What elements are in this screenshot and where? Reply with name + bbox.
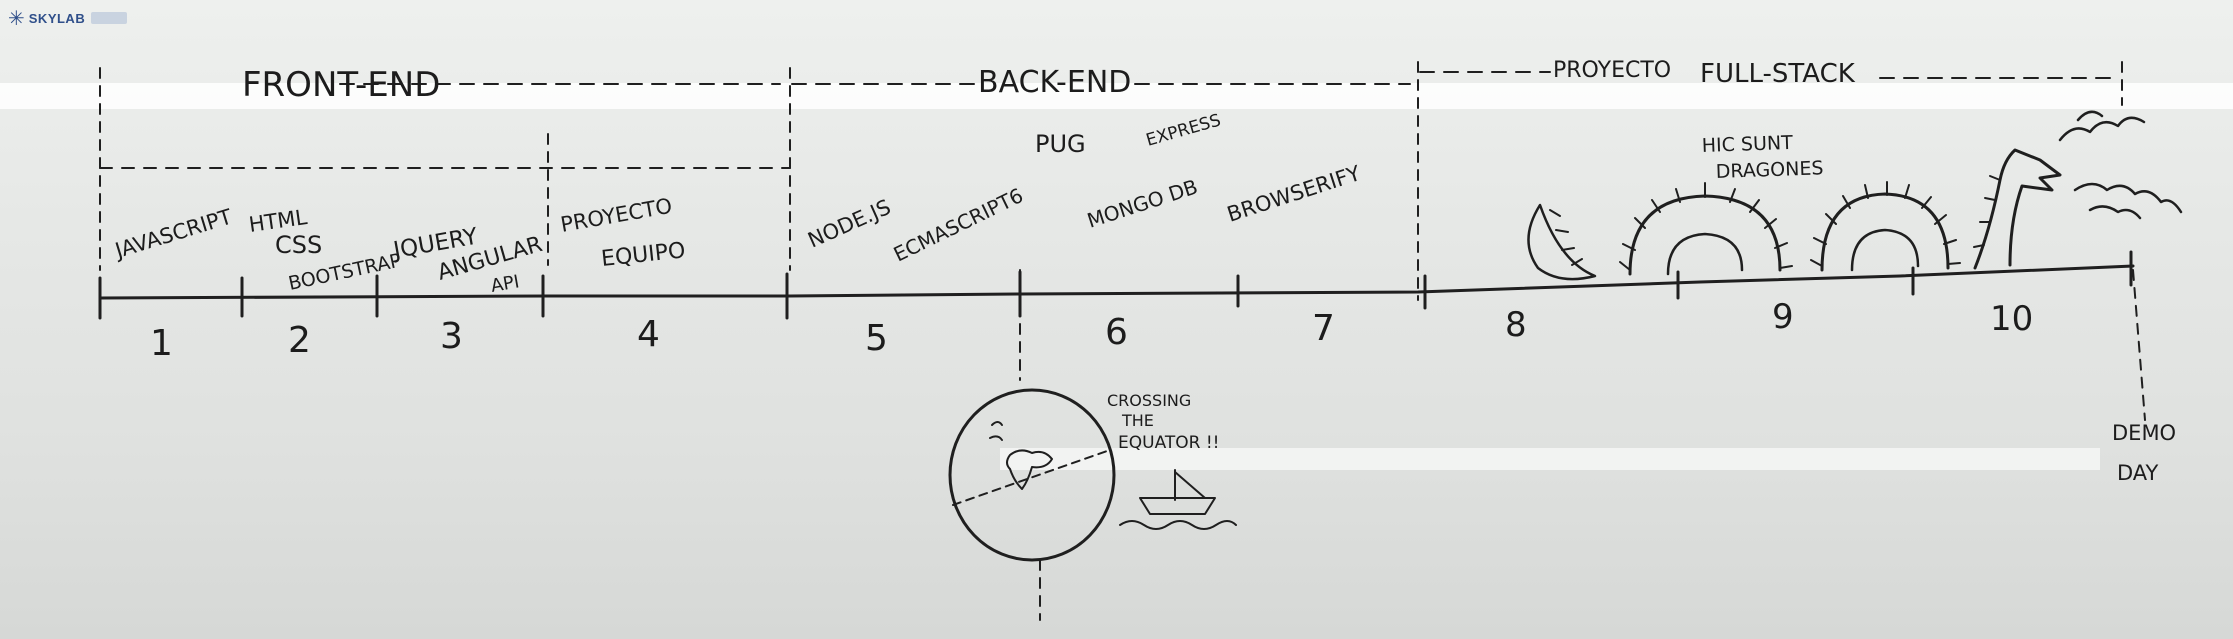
topic-dragones: DRAGONES xyxy=(1715,157,1823,183)
demo-line1: DEMO xyxy=(2112,421,2176,445)
serpent-tail xyxy=(1527,203,1597,281)
week-5: 5 xyxy=(865,318,888,359)
topic-api: API xyxy=(489,271,521,297)
globe xyxy=(948,388,1116,562)
topic-nodejs: NODE.JS xyxy=(804,195,894,253)
serpent-tail-spikes xyxy=(1549,209,1583,266)
equator-line2: THE xyxy=(1121,411,1154,430)
week-9: 9 xyxy=(1772,297,1794,337)
sea-serpent xyxy=(1527,110,2183,281)
globe-islands xyxy=(989,421,1003,441)
week-1: 1 xyxy=(150,323,173,364)
demo-line2: DAY xyxy=(2117,461,2159,485)
phase-project: PROYECTO xyxy=(1553,58,1671,83)
serpent-hump-2-inner xyxy=(1850,228,1920,272)
topic-express: EXPRESS xyxy=(1144,110,1223,150)
globe-outline xyxy=(948,388,1116,562)
serpent-neck-spikes xyxy=(1973,175,2001,248)
snowflake-icon: ✳ xyxy=(8,6,25,30)
week-10: 10 xyxy=(1990,299,2033,339)
timeline-axis xyxy=(98,264,2135,300)
glare-band-lower xyxy=(1000,448,2100,470)
topic-proyecto: PROYECTO xyxy=(559,194,674,237)
serpent-hump-2 xyxy=(1820,192,1950,272)
boat-waves xyxy=(1119,520,1237,530)
globe-continent xyxy=(1006,449,1053,490)
boat-hull xyxy=(1139,497,1216,515)
week-7: 7 xyxy=(1312,308,1335,349)
week-6: 6 xyxy=(1105,312,1128,353)
serpent-fire-upper xyxy=(2058,110,2146,142)
week-8: 8 xyxy=(1505,305,1527,345)
topic-hic-sunt: HIC SUNT xyxy=(1701,132,1793,157)
topic-mongodb: MONGO DB xyxy=(1084,174,1200,232)
phase-frontend: FRONT-END xyxy=(242,65,440,105)
topic-pug: PUG xyxy=(1035,130,1086,158)
boat-sail xyxy=(1174,471,1206,499)
topic-equipo: EQUIPO xyxy=(600,238,687,272)
glare-band xyxy=(0,83,2233,109)
week-3: 3 xyxy=(440,316,463,357)
topic-ecmascript6: ECMASCRIPT6 xyxy=(890,183,1027,266)
divider-demo xyxy=(2132,269,2146,421)
globe-equator xyxy=(952,449,1111,506)
phase-fullstack: FULL-STACK xyxy=(1700,59,1856,89)
logo-name: SKYLAB xyxy=(28,10,86,26)
topic-browserify: BROWSERIFY xyxy=(1224,161,1363,227)
serpent-hump-2-spikes xyxy=(1810,181,1961,267)
serpent-head xyxy=(1973,148,2062,270)
logo-tag xyxy=(91,12,128,24)
week-4: 4 xyxy=(637,314,660,355)
topic-css: CSS xyxy=(275,231,322,259)
serpent-fire-lower xyxy=(2073,182,2183,220)
serpent-hump-1-inner xyxy=(1666,232,1744,276)
equator-line3: EQUATOR !! xyxy=(1118,433,1220,453)
serpent-hump-1-spikes xyxy=(1619,182,1793,271)
week-2: 2 xyxy=(288,320,311,361)
skylab-logo: ✳ SKYLAB xyxy=(8,6,128,30)
equator-line1: CROSSING xyxy=(1107,391,1191,410)
boat xyxy=(1119,469,1237,530)
phase-backend: BACK-END xyxy=(978,65,1131,100)
topic-javascript: JAVASCRIPT xyxy=(111,205,235,264)
